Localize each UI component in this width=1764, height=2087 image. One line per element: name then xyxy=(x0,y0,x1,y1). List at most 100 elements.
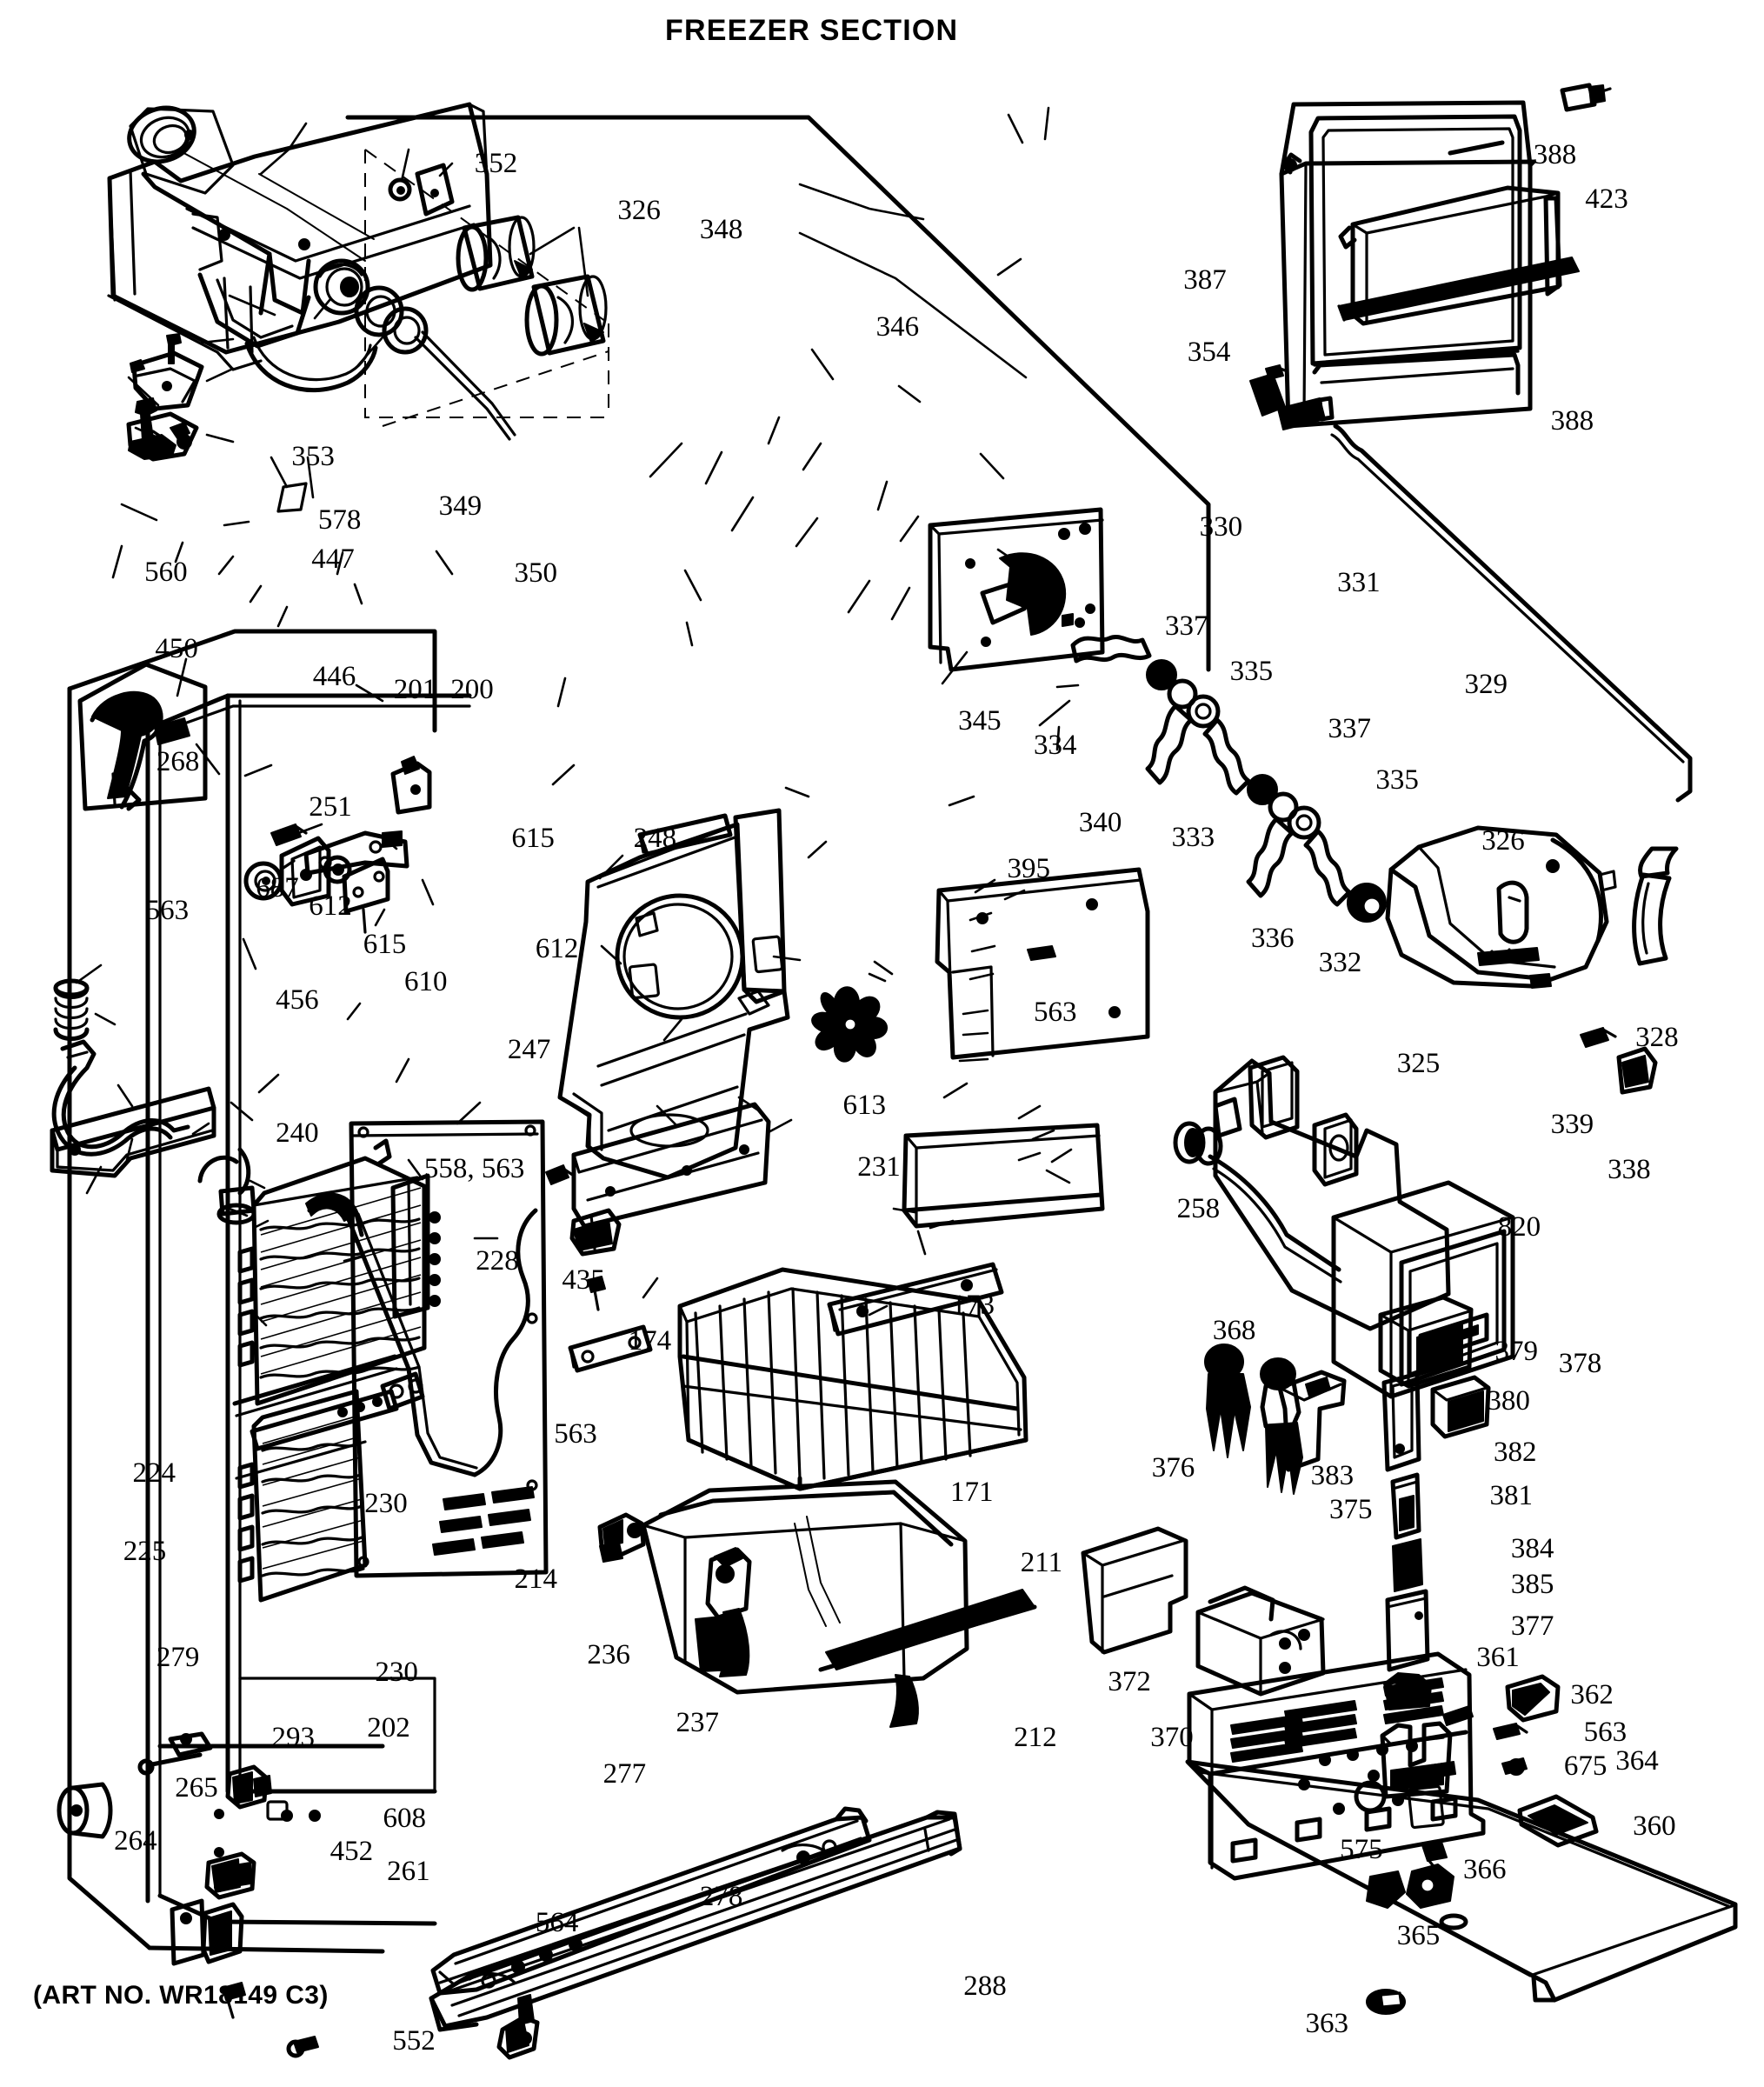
callout-575: 575 xyxy=(1340,1834,1383,1866)
part-211-212-ice-bucket xyxy=(641,1479,1037,1728)
part-230-defrost-heater-harness xyxy=(232,1192,538,1480)
part-608-clip xyxy=(204,1851,256,1900)
callout-435: 435 xyxy=(562,1264,605,1296)
coil-fins-lower xyxy=(261,1415,365,1577)
callout-615: 615 xyxy=(363,929,407,961)
part-247-evaporator-cover xyxy=(557,808,790,1229)
callout-608: 608 xyxy=(383,1802,427,1834)
control-box-vents xyxy=(1230,1677,1444,1763)
part-225-drain-tube xyxy=(51,1039,190,1157)
part-200-201-liner-tabs xyxy=(270,456,315,513)
part-352-ice-storage-bin xyxy=(107,102,493,371)
callout-171: 171 xyxy=(950,1476,994,1508)
part-378-solenoid-coil xyxy=(1378,1295,1474,1389)
part-612-rail-right xyxy=(342,857,390,934)
part-610-damper-housing xyxy=(279,836,331,907)
part-687-screw xyxy=(270,823,308,846)
callout-264: 264 xyxy=(114,1824,157,1857)
callout-240: 240 xyxy=(276,1117,319,1149)
callout-228: 228 xyxy=(476,1245,519,1277)
callout-350: 350 xyxy=(514,557,557,590)
callout-381: 381 xyxy=(1489,1480,1533,1512)
part-348-damper-blade xyxy=(415,163,455,217)
callout-349: 349 xyxy=(438,490,483,522)
callout-248: 248 xyxy=(633,823,677,855)
callout-225: 225 xyxy=(123,1536,167,1568)
callout-382: 382 xyxy=(1494,1436,1537,1468)
part-346-air-duct-upper xyxy=(456,215,536,292)
callout-202: 202 xyxy=(367,1712,410,1744)
part-228-evaporator-coil xyxy=(237,1138,441,1406)
callout-375: 375 xyxy=(1328,1493,1373,1525)
part-265-pin xyxy=(137,1752,203,1776)
callout-261: 261 xyxy=(387,1855,430,1887)
callout-268: 268 xyxy=(156,745,200,777)
part-675-screw xyxy=(1501,1757,1528,1776)
callout-383: 383 xyxy=(1310,1460,1355,1492)
callout-360: 360 xyxy=(1633,1810,1676,1842)
callout-456: 456 xyxy=(276,984,319,1017)
callout-339: 339 xyxy=(1550,1109,1594,1141)
callout-423: 423 xyxy=(1585,183,1628,216)
callout-293: 293 xyxy=(271,1721,316,1753)
callout-236: 236 xyxy=(587,1639,630,1671)
callout-345: 345 xyxy=(958,704,1002,737)
callout-258: 258 xyxy=(1176,1192,1221,1224)
callout-224: 224 xyxy=(132,1457,176,1490)
callout-385: 385 xyxy=(1510,1569,1554,1601)
callout-325: 325 xyxy=(1396,1048,1441,1080)
callout-338: 338 xyxy=(1608,1154,1651,1186)
callout-388: 388 xyxy=(1550,404,1594,437)
callout-247: 247 xyxy=(507,1033,551,1065)
part-365-plug xyxy=(1366,1870,1468,1930)
callout-372: 372 xyxy=(1108,1665,1151,1697)
callout-330: 330 xyxy=(1199,510,1243,543)
callout-173: 173 xyxy=(951,1289,995,1321)
callout-214: 214 xyxy=(514,1564,557,1596)
callout-563: 563 xyxy=(1583,1716,1628,1748)
callout-613: 613 xyxy=(842,1089,887,1121)
leader-lines xyxy=(75,106,1080,1327)
callout-328: 328 xyxy=(1635,1021,1679,1053)
part-387-freezer-inner-door xyxy=(1279,100,1536,429)
callout-446: 446 xyxy=(312,661,356,693)
callout-230: 230 xyxy=(364,1488,408,1520)
callout-563: 563 xyxy=(1034,996,1077,1028)
callout-558-563: 558, 563 xyxy=(423,1152,525,1184)
callout-452: 452 xyxy=(330,1835,374,1867)
callout-334: 334 xyxy=(1034,730,1077,762)
part-325-auger-motor-housing xyxy=(1385,825,1617,989)
part-450-446-bracket-lower xyxy=(126,411,199,462)
callout-380: 380 xyxy=(1487,1384,1530,1417)
part-820-icemaker-assembly xyxy=(1173,1055,1515,1399)
evaporator-vent-slots xyxy=(432,1486,535,1556)
part-395-air-duct-panel xyxy=(935,867,1150,1060)
callout-563: 563 xyxy=(145,894,190,926)
callout-335: 335 xyxy=(1229,656,1274,688)
callout-231: 231 xyxy=(857,1151,901,1184)
callout-265: 265 xyxy=(175,1771,218,1804)
callout-610: 610 xyxy=(403,965,448,997)
part-329-actuator-rod xyxy=(1330,423,1693,803)
callout-378: 378 xyxy=(1558,1347,1602,1379)
part-376-wire-harness xyxy=(1204,1344,1251,1458)
part-231-screw xyxy=(545,1164,576,1185)
callout-212: 212 xyxy=(1014,1721,1057,1753)
part-364-fastener xyxy=(1517,1794,1599,1848)
part-345-duct-back-panel xyxy=(928,507,1105,672)
part-378-plunger xyxy=(1381,1371,1421,1472)
callout-376: 376 xyxy=(1151,1452,1195,1484)
callout-675: 675 xyxy=(1563,1750,1608,1783)
callout-362: 362 xyxy=(1570,1678,1614,1710)
callout-340: 340 xyxy=(1078,806,1122,838)
callout-687: 687 xyxy=(256,871,299,903)
part-279-front-rail xyxy=(50,1086,216,1178)
part-423-light-bulb xyxy=(1560,83,1612,112)
callout-331: 331 xyxy=(1337,566,1381,598)
callout-353: 353 xyxy=(291,441,335,473)
callout-277: 277 xyxy=(602,1758,647,1790)
art-number-label: (ART NO. WR18149 C3) xyxy=(33,1981,329,2010)
part-380-sleeve xyxy=(1390,1472,1421,1540)
callout-230: 230 xyxy=(375,1657,418,1689)
part-346-air-duct-lower xyxy=(524,274,608,357)
